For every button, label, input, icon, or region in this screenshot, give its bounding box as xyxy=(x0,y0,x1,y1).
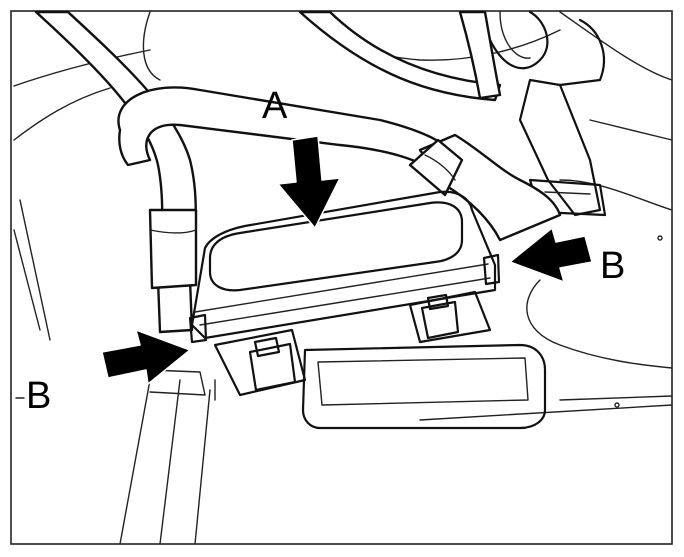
label-b-right: B xyxy=(600,245,625,287)
control-module xyxy=(188,190,501,397)
module-body xyxy=(190,190,497,340)
hoses xyxy=(34,10,562,334)
background-structure xyxy=(13,11,673,545)
lower-panel xyxy=(149,343,547,430)
label-b-left: B xyxy=(26,375,51,417)
module-top-face xyxy=(208,201,464,292)
right-bracket xyxy=(488,10,607,217)
connector-clip-right xyxy=(420,300,460,340)
arrow-a-down xyxy=(277,135,341,229)
arrow-b-right-side xyxy=(509,227,593,283)
connector-clip-left xyxy=(248,342,297,392)
frame-border xyxy=(10,10,673,545)
label-a: A xyxy=(262,85,288,127)
arrow-b-left-side xyxy=(101,329,191,385)
